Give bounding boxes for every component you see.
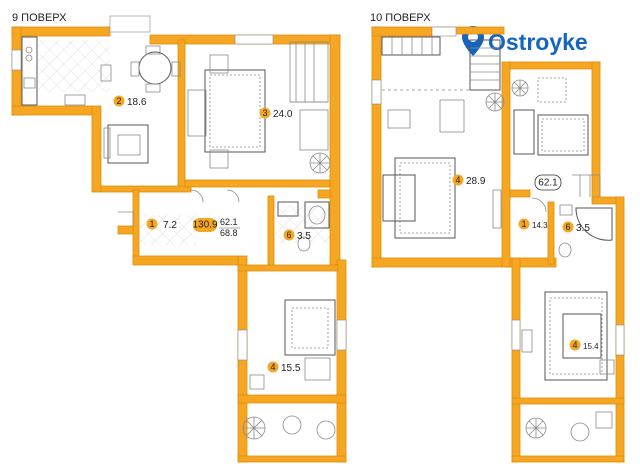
room-10-4b-furniture [521,291,615,381]
plant-icon [511,79,529,97]
bathroom-fixtures [277,201,330,252]
room-9-3-label: 3 24.0 [259,107,293,120]
floor-10-label: 10 ПОВЕРХ [370,12,431,24]
floor-9-label: 9 ПОВЕРХ [12,12,67,24]
shelf-unit [381,36,441,56]
svg-text:18.6: 18.6 [127,97,147,108]
room-3-furniture [187,41,329,169]
floor-9-walls [11,26,347,463]
svg-text:4: 4 [270,362,275,372]
svg-text:1: 1 [149,219,154,229]
room-10-4b-label: 4 15.4 [569,339,599,351]
floor-9-plan: 2 18.6 3 24.0 1 7.2 6 3.5 4 15.5 130.9 6… [11,15,347,463]
floor-10-plan: 4 28.9 1 14.3 6 3.5 4 15.4 62.1 [371,26,625,463]
svg-text:28.9: 28.9 [466,176,486,187]
plant-icon [309,152,331,174]
balcony-furniture [242,415,336,440]
bathroom-10-fixtures [558,204,613,258]
svg-text:3: 3 [262,108,267,118]
svg-text:6: 6 [565,222,570,232]
balcony-10-furniture [525,411,613,442]
svg-text:130.9: 130.9 [192,220,217,231]
door-arc [226,189,240,203]
total-area-badge: 130.9 62.1 68.8 [192,217,240,238]
dining-table [130,45,181,93]
room-9-2-label: 2 18.6 [113,95,147,108]
ostroyke-logo: Ostroyke [462,26,588,56]
svg-text:24.0: 24.0 [273,109,293,120]
kitchen-tile-floor [38,40,110,92]
mezzanine-furniture [513,77,601,197]
svg-text:4: 4 [455,175,460,185]
room-10-4-furniture [382,99,502,239]
room-2-sofa [103,124,149,164]
floor-9-windows [11,15,347,361]
plant-icon [485,92,505,112]
svg-text:4: 4 [572,340,577,350]
svg-text:2: 2 [116,96,121,106]
door-arc [190,189,204,203]
room-4-furniture [249,299,336,390]
svg-text:15.4: 15.4 [583,342,599,351]
stairs [469,39,501,91]
svg-text:6: 6 [286,230,291,240]
entry-door [118,211,134,226]
logo-text: Ostroyke [488,29,588,55]
svg-text:3.5: 3.5 [297,231,311,242]
svg-text:15.5: 15.5 [281,363,301,374]
svg-text:7.2: 7.2 [163,220,177,231]
room-9-6-label: 6 3.5 [283,229,311,242]
svg-text:62.1: 62.1 [538,178,558,189]
room-9-4-label: 4 15.5 [267,361,301,374]
room-10-4-label: 4 28.9 [452,174,486,187]
room-10-1-label: 1 14.3 [518,218,548,230]
svg-text:1: 1 [521,219,526,229]
door-arc [531,197,547,213]
fridge [100,64,112,82]
floor-10-windows [371,26,625,356]
svg-text:3.5: 3.5 [576,223,590,234]
svg-text:14.3: 14.3 [532,221,548,230]
room-10-6-label: 6 3.5 [562,221,590,234]
svg-text:62.1: 62.1 [220,217,238,227]
kitchen-counter [21,36,38,106]
oven [64,94,86,106]
svg-text:68.8: 68.8 [220,228,238,238]
room-9-1-label: 1 7.2 [146,218,177,231]
floor-10-total-badge: 62.1 [534,174,562,191]
floor-10-walls [371,26,625,463]
